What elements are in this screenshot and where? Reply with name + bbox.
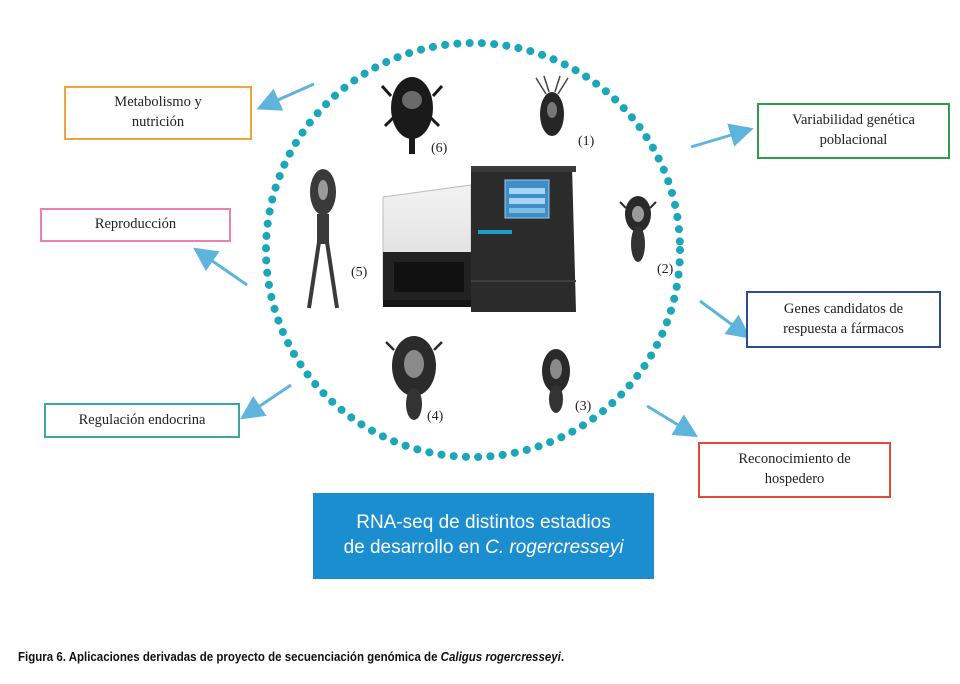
- box-metabolism: Metabolismo y nutrición: [64, 86, 252, 140]
- box-reproduction: Reproducción: [40, 208, 231, 242]
- sequencer-machine-icon: [382, 166, 576, 312]
- larva-stage-2-icon: [619, 196, 657, 262]
- box-endocrine: Regulación endocrina: [44, 403, 240, 438]
- box-host: Reconocimiento de hospedero: [698, 442, 891, 498]
- banner-line-1: RNA-seq de distintos estadios: [356, 512, 611, 534]
- box-drug-genes: Genes candidatos de respuesta a fármacos: [746, 291, 941, 348]
- stage-label-6: (6): [431, 141, 448, 156]
- stage-label-5: (5): [351, 265, 368, 280]
- larva-stage-5-icon: [307, 169, 339, 309]
- larva-stage-4-icon: [385, 336, 443, 420]
- arrow-variability: [690, 123, 754, 149]
- figure-caption: Figura 6. Aplicaciones derivadas de proy…: [18, 650, 564, 664]
- caption-prefix: Figura 6. Aplicaciones derivadas de proy…: [18, 650, 441, 664]
- stage-label-4: (4): [427, 409, 444, 424]
- dotted-circle: [262, 39, 684, 461]
- rna-seq-banner: RNA-seq de distintos estadios de desarro…: [313, 493, 654, 579]
- banner-line-2: de desarrollo en C. rogercresseyi: [344, 536, 624, 561]
- banner-species: C. rogercresseyi: [485, 537, 624, 558]
- arrow-reproduction: [193, 247, 248, 287]
- arrow-metabolism: [256, 82, 315, 111]
- larva-stage-6-icon: [380, 77, 444, 154]
- stage-label-3: (3): [575, 399, 592, 414]
- stage-label-1: (1): [578, 134, 595, 149]
- larva-stage-1-icon: [535, 75, 569, 136]
- box-variability: Variabilidad genética poblacional: [757, 103, 950, 159]
- banner-line-2-prefix: de desarrollo en: [343, 537, 486, 558]
- arrow-endocrine: [240, 383, 292, 420]
- arrow-host: [646, 404, 699, 438]
- larva-stage-3-icon: [542, 349, 570, 413]
- arrow-drug-genes: [699, 299, 751, 339]
- caption-species: Caligus rogercresseyi: [440, 650, 561, 664]
- caption-suffix: .: [560, 650, 565, 664]
- stage-label-2: (2): [657, 262, 674, 277]
